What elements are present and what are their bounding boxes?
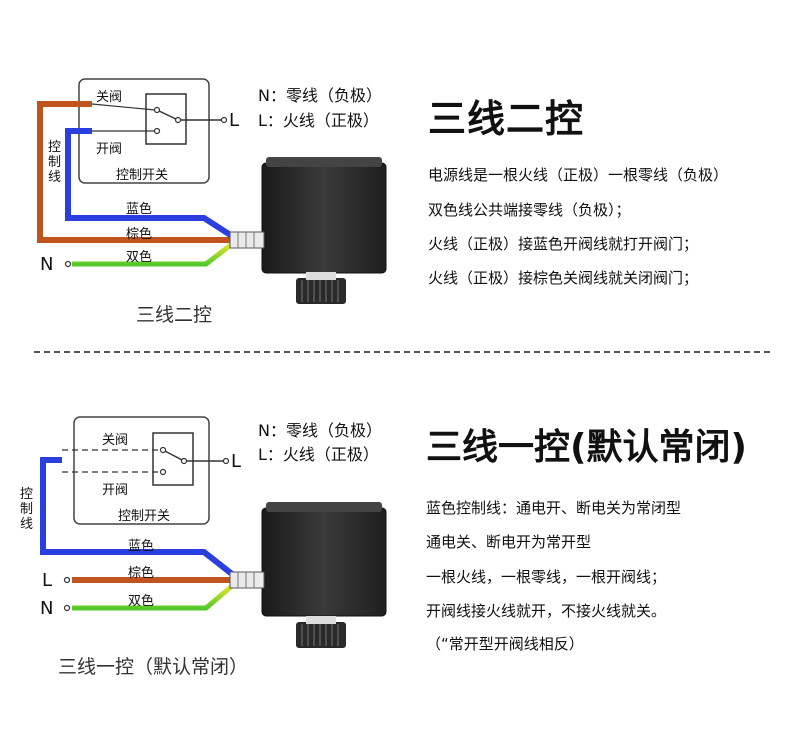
label-neutral-terminal: N xyxy=(40,598,54,619)
actuator-top xyxy=(266,502,382,512)
label-open-valve: 开阀 xyxy=(102,483,129,498)
desc-line-2: 通电关、断电开为常开型 xyxy=(426,533,592,551)
three-wire-two-control-section: 关阀 开阀 控制开关 L 控制线 蓝色 棕色 双色 N N：零线（负极） L：火… xyxy=(0,0,790,350)
dual-color-wire xyxy=(72,584,234,611)
label-control-wire: 控制线 xyxy=(20,487,34,532)
switch-contact-top xyxy=(159,446,167,454)
label-open-valve: 开阀 xyxy=(96,142,123,157)
live-terminal xyxy=(220,116,228,124)
switch-pivot xyxy=(174,116,182,124)
label-dual: 双色 xyxy=(128,594,155,609)
desc-line-1: 电源线是一根火线（正极）一根零线（负极） xyxy=(428,166,729,184)
desc-line-3: 火线（正极）接蓝色开阀线就打开阀门； xyxy=(428,235,699,253)
switch-contact-bottom xyxy=(159,468,167,476)
three-wire-one-control-diagram xyxy=(40,416,387,648)
desc-line-1: 蓝色控制线：通电开、断电关为常闭型 xyxy=(426,499,682,517)
switch-contact-box xyxy=(152,432,194,486)
label-close-valve: 关阀 xyxy=(96,90,123,105)
brown-wire xyxy=(37,101,232,243)
switch-lever xyxy=(162,449,185,462)
live-terminal xyxy=(222,457,230,465)
section-title: 三线二控 xyxy=(428,97,585,141)
label-live-terminal-2: L xyxy=(42,570,53,591)
switch-lever xyxy=(156,109,179,121)
label-live-terminal: L xyxy=(231,451,242,472)
label-blue: 蓝色 xyxy=(128,539,155,554)
actuator-body xyxy=(261,507,387,617)
live-terminal-2 xyxy=(63,576,71,584)
actuator-connector xyxy=(229,571,265,589)
legend-neutral: N：零线（负极） xyxy=(258,421,382,440)
neutral-terminal xyxy=(63,604,71,612)
label-dual: 双色 xyxy=(126,250,153,265)
knob-ridges xyxy=(301,280,339,302)
desc-line-3: 一根火线，一根零线，一根开阀线； xyxy=(426,568,667,586)
blue-wire xyxy=(40,457,234,577)
legend-live: L：火线（正极） xyxy=(258,445,379,464)
three-wire-two-control-diagram xyxy=(37,78,387,304)
label-neutral-terminal: N xyxy=(40,254,54,275)
label-control-switch: 控制开关 xyxy=(116,168,169,183)
legend-live: L：火线（正极） xyxy=(258,111,379,130)
knob-ridges xyxy=(301,624,339,646)
label-brown: 棕色 xyxy=(126,227,153,242)
label-close-valve: 关阀 xyxy=(102,433,129,448)
desc-line-4: 开阀线接火线就开，不接火线就关。 xyxy=(426,602,667,620)
neutral-terminal xyxy=(64,260,72,268)
close-internal-line xyxy=(91,103,156,111)
diagram-caption: 三线一控（默认常闭） xyxy=(58,656,249,678)
section-divider xyxy=(34,351,770,353)
blue-wire xyxy=(65,128,234,239)
section-title: 三线一控(默认常闭) xyxy=(426,427,747,468)
desc-line-5: （“常开型开阀线相反） xyxy=(426,635,584,653)
label-blue: 蓝色 xyxy=(126,202,153,217)
actuator-top xyxy=(266,157,382,167)
label-control-switch: 控制开关 xyxy=(118,509,171,524)
dual-color-wire xyxy=(72,242,234,267)
legend-neutral: N：零线（负极） xyxy=(258,86,382,105)
desc-line-4: 火线（正极）接棕色关阀线就关闭阀门； xyxy=(428,269,699,287)
switch-pivot xyxy=(180,457,188,465)
label-live-terminal: L xyxy=(229,110,240,131)
diagram-caption: 三线二控 xyxy=(136,304,213,326)
label-brown: 棕色 xyxy=(128,566,155,581)
label-control-wire: 控制线 xyxy=(48,140,62,185)
desc-line-2: 双色线公共端接零线（负极）； xyxy=(428,201,631,219)
